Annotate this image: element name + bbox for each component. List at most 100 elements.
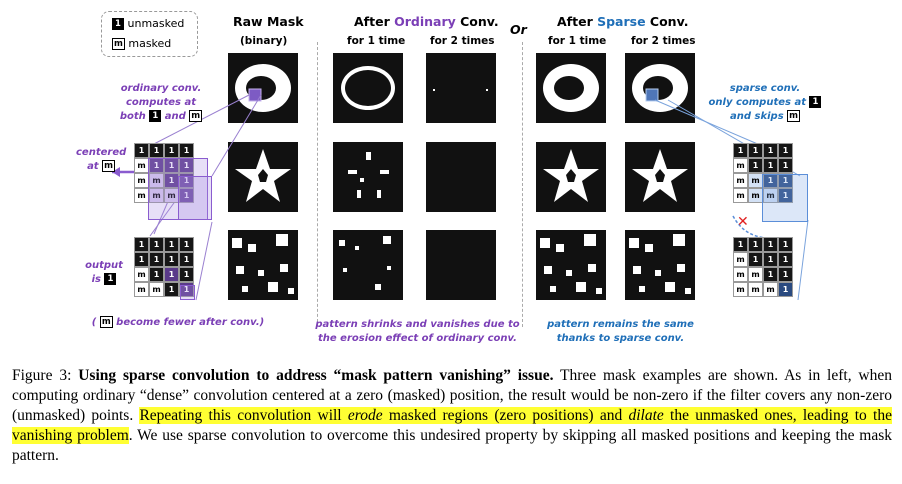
- sparse-note-skips: and skips: [730, 111, 784, 122]
- grid-cell: 1: [748, 237, 763, 252]
- grid-cell: m: [748, 282, 763, 297]
- grid-cell: 1: [778, 143, 793, 158]
- cross-icon: ✕: [737, 214, 749, 230]
- grid-cell: 1: [763, 237, 778, 252]
- grid-cell: m: [134, 282, 149, 297]
- grid-cell: 1: [179, 143, 194, 158]
- left-output-cell: [180, 285, 195, 300]
- ordinary-1-ring: [333, 53, 403, 123]
- unmasked-chip: 1: [112, 18, 124, 30]
- grid-cell: 1: [733, 237, 748, 252]
- grid-cell: 1: [763, 267, 778, 282]
- after-sparse-prefix: After: [557, 14, 593, 29]
- grid-cell: 1: [778, 252, 793, 267]
- grid-cell: 1: [149, 237, 164, 252]
- masked-chip: m: [112, 38, 125, 50]
- grid-cell: 1: [179, 252, 194, 267]
- raw-mask-header: Raw Mask: [233, 14, 304, 29]
- caption-figure-number: Figure 3:: [12, 367, 72, 384]
- masked-chip: m: [787, 110, 800, 122]
- grid-cell: m: [733, 173, 748, 188]
- grid-cell: m: [733, 282, 748, 297]
- grid-cell: 1: [149, 252, 164, 267]
- masked-chip: m: [99, 316, 113, 328]
- grid-cell: 1: [748, 143, 763, 158]
- separator-right: [522, 42, 523, 327]
- ordinary-2-ring: [426, 53, 496, 123]
- after-sparse-header: After Sparse Conv.: [557, 14, 688, 29]
- grid-cell: m: [149, 173, 164, 188]
- ordinary-bottom-line1: pattern shrinks and vanishes due to: [315, 319, 520, 330]
- grid-cell: 1: [778, 237, 793, 252]
- grid-cell: 1: [179, 237, 194, 252]
- ordinary-note-line3: both 1 and m: [111, 110, 211, 124]
- after-ordinary-header: After Ordinary Conv.: [354, 14, 499, 29]
- connector-lines: [112, 94, 809, 301]
- after-ordinary-word: Ordinary: [394, 14, 456, 29]
- ordinary-note-line1: ordinary conv.: [120, 83, 202, 94]
- grid-cell: m: [134, 267, 149, 282]
- sparse-2-star: [625, 142, 695, 212]
- grid-cell: 1: [763, 143, 778, 158]
- sparse-1-ring: [536, 53, 606, 123]
- grid-cell: 1: [164, 282, 179, 297]
- ordinary-for2-header: for 2 times: [430, 35, 495, 47]
- caption-hl3: the unmasked ones, leading to the vanish…: [12, 407, 892, 444]
- sparse-bottom-line1: pattern remains the same: [547, 319, 694, 330]
- grid-cell: 1: [134, 237, 149, 252]
- grid-cell: 1: [763, 252, 778, 267]
- ordinary-note-both: both: [119, 111, 146, 122]
- sparse-note-line2: only computes at 1: [705, 96, 825, 110]
- centered-note: centered at m: [76, 146, 126, 174]
- grid-cell: m: [748, 267, 763, 282]
- masked-chip: m: [102, 160, 115, 172]
- sparse-2-squares: [625, 230, 695, 300]
- after-ordinary-prefix: After: [354, 14, 390, 29]
- grid-cell: 1: [763, 158, 778, 173]
- ordinary-note: ordinary conv. computes at both 1 and m: [111, 82, 211, 124]
- sparse-note-line3: and skips m: [705, 110, 825, 124]
- left-filter-zoom: [178, 176, 212, 220]
- grid-cell: m: [134, 173, 149, 188]
- legend-box: 1 unmasked m masked: [101, 11, 198, 57]
- caption-hl1: Repeating this convolution will: [139, 407, 348, 424]
- sparse-bottom-line2: thanks to sparse conv.: [556, 333, 685, 344]
- ordinary-for1-header: for 1 time: [347, 35, 406, 47]
- raw-mask-ring: [228, 53, 298, 123]
- caption-hl2: masked regions (zero positions) and: [382, 407, 629, 424]
- grid-cell: 1: [778, 158, 793, 173]
- sparse-note-line1: sparse conv.: [729, 83, 801, 94]
- grid-cell: 1: [164, 267, 179, 282]
- grid-cell: 1: [134, 252, 149, 267]
- grid-cell: m: [748, 173, 763, 188]
- unmasked-label: unmasked: [127, 17, 185, 30]
- sparse-for2-header: for 2 times: [631, 35, 696, 47]
- grid-cell: 1: [733, 143, 748, 158]
- grid-cell: 1: [164, 237, 179, 252]
- grid-cell: m: [733, 252, 748, 267]
- grid-cell: 1: [179, 267, 194, 282]
- ordinary-note-and: and: [164, 111, 186, 122]
- masked-label: masked: [128, 37, 172, 50]
- caption-title: Using sparse convolution to address “mas…: [78, 367, 554, 384]
- fewer-note-text: become fewer after conv.): [116, 317, 265, 328]
- output-note: output is 1: [82, 259, 126, 287]
- grid-cell: 1: [763, 173, 778, 188]
- grid-cell: m: [763, 282, 778, 297]
- centered-note-at: at: [87, 161, 99, 172]
- sparse-bottom-note: pattern remains the same thanks to spars…: [533, 318, 708, 346]
- grid-cell: m: [149, 188, 164, 203]
- grid-cell: 1: [164, 252, 179, 267]
- after-sparse-suffix: Conv.: [649, 14, 689, 29]
- sparse-note-only: only computes at: [708, 97, 806, 108]
- grid-cell: 1: [778, 267, 793, 282]
- raw-mask-star: [228, 142, 298, 212]
- grid-cell: m: [134, 158, 149, 173]
- ordinary-2-star: [426, 142, 496, 212]
- grid-cell: m: [149, 282, 164, 297]
- unmasked-chip: 1: [149, 110, 162, 122]
- grid-cell: m: [134, 188, 149, 203]
